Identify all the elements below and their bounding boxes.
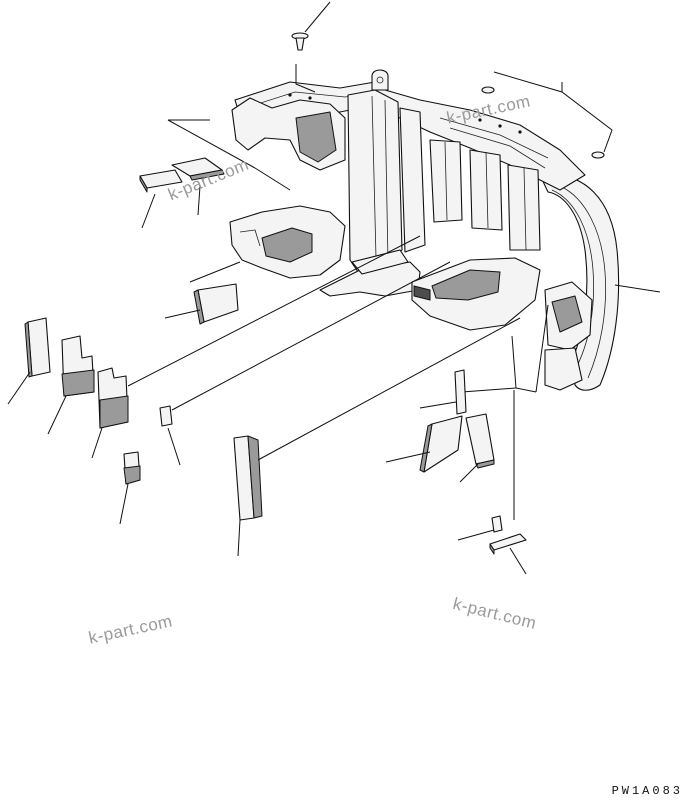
- pad-j: [423, 415, 463, 473]
- top-clip: [291, 1, 331, 93]
- lifting-hook: [371, 69, 389, 91]
- pad-group-upper: [139, 119, 291, 229]
- pad-group-mid: [164, 261, 241, 325]
- center-pillar: [347, 89, 403, 276]
- outer-shell: [539, 173, 620, 391]
- cover-assembly: [229, 69, 620, 391]
- center-pillar-2: [399, 107, 426, 253]
- drawing-code: PW1A083: [611, 784, 683, 798]
- pad-c: [197, 283, 239, 323]
- rib-3: [507, 164, 541, 251]
- rib-2: [469, 149, 503, 231]
- pad-m: [489, 533, 527, 551]
- leader-shell: [614, 284, 661, 293]
- pad-group-left: [7, 235, 451, 525]
- pad-h: [159, 405, 173, 427]
- pad-group-right: [385, 304, 549, 575]
- pad-l: [491, 515, 503, 533]
- pad-k: [465, 413, 495, 465]
- long-strip: [233, 317, 521, 557]
- pad-i: [454, 369, 467, 415]
- clip-pair-right: [481, 71, 613, 159]
